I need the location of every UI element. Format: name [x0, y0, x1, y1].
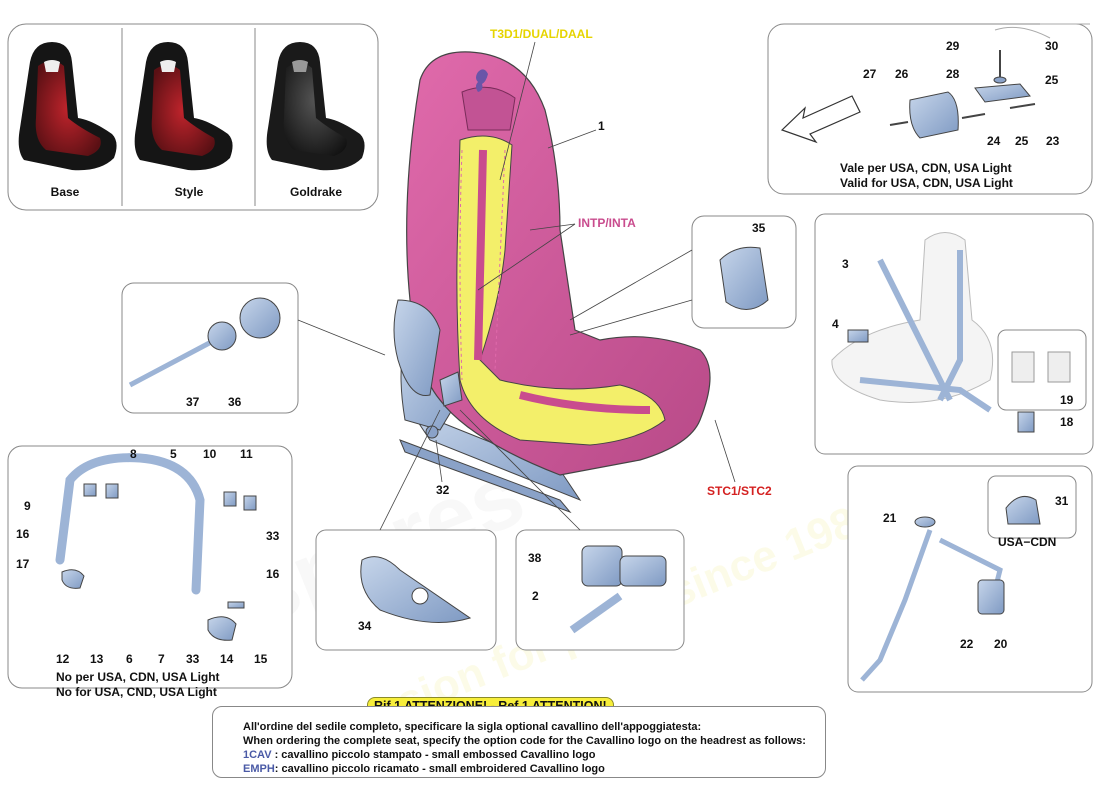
option-code-1cav: 1CAV	[243, 749, 272, 761]
callout-36: 36	[228, 395, 242, 409]
callout-18: 18	[1060, 415, 1074, 429]
detail-34-panel: 34	[315, 409, 497, 651]
cavallino-logo-icon	[476, 69, 488, 92]
callout-11: 11	[240, 447, 253, 461]
note-line-english: When ordering the complete seat, specify…	[243, 735, 806, 747]
usa-cdn-caption: USA−CDN	[998, 535, 1056, 549]
not-usa-caption-en: No for USA, CND, USA Light	[56, 685, 217, 699]
callout-33a: 33	[266, 529, 280, 543]
variant-label-style: Style	[175, 185, 204, 199]
callout-22: 22	[960, 637, 974, 651]
direction-arrow-icon	[780, 95, 861, 144]
not-usa-caption-it: No per USA, CDN, USA Light	[56, 670, 220, 684]
callout-30: 30	[1045, 39, 1059, 53]
callout-16a: 16	[16, 527, 30, 541]
variant-label-goldrake: Goldrake	[290, 185, 342, 199]
callout-15: 15	[254, 652, 268, 666]
callout-29: 29	[946, 39, 960, 53]
callout-25b: 25	[1015, 134, 1029, 148]
option-code-emph: EMPH	[243, 763, 275, 775]
seat-variant-style-image	[134, 42, 233, 171]
note-option-emph: EMPH: cavallino piccolo ricamato - small…	[243, 763, 605, 775]
callout-28: 28	[946, 67, 960, 81]
harness-panel: 3 4 19 18	[814, 213, 1094, 455]
callout-12: 12	[56, 652, 70, 666]
detail-2-38-panel: 38 2	[459, 409, 685, 651]
variants-panel: Base Style Goldrake	[7, 23, 379, 211]
callout-9: 9	[24, 499, 31, 513]
callout-27: 27	[863, 67, 877, 81]
usa-only-caption-en: Valid for USA, CDN, USA Light	[840, 176, 1013, 190]
detail-35-panel: 35	[569, 215, 797, 336]
variant-label-base: Base	[51, 185, 80, 199]
callout-14: 14	[220, 652, 234, 666]
callout-6: 6	[126, 652, 133, 666]
callout-1: 1	[598, 119, 605, 133]
usa-only-caption-it: Vale per USA, CDN, USA Light	[840, 161, 1012, 175]
callout-33b: 33	[186, 652, 200, 666]
callout-21: 21	[883, 511, 897, 525]
callout-26: 26	[895, 67, 909, 81]
attention-note: All'ordine del sedile completo, specific…	[212, 706, 826, 778]
usa-bracket-panel: 29 30 28 25 27 26 24 25 23 Vale per USA,…	[767, 23, 1093, 195]
callout-19: 19	[1060, 393, 1074, 407]
option-code-headrest: T3D1/DUAL/DAAL	[490, 27, 593, 41]
callout-7: 7	[158, 652, 165, 666]
option-desc-emph: : cavallino piccolo ricamato - small emb…	[274, 763, 605, 775]
callout-34: 34	[358, 619, 372, 633]
callout-24: 24	[987, 134, 1001, 148]
callout-20: 20	[994, 637, 1008, 651]
callout-5: 5	[170, 447, 177, 461]
roll-bar-panel: 8 5 10 11 9 16 33 17 16 12 13 6 7 33 14 …	[7, 445, 293, 699]
seat-variant-base-image	[18, 42, 117, 171]
callout-2: 2	[532, 589, 539, 603]
option-code-inner: INTP/INTA	[578, 216, 636, 230]
detail-36-37-panel: 37 36	[121, 282, 386, 414]
callout-17: 17	[16, 557, 30, 571]
callout-4: 4	[832, 317, 839, 331]
callout-32: 32	[436, 483, 450, 497]
note-line-italian: All'ordine del sedile completo, specific…	[243, 721, 702, 733]
callout-13: 13	[90, 652, 104, 666]
bracket-26	[909, 91, 959, 139]
main-seat	[393, 51, 711, 514]
callout-35: 35	[752, 221, 766, 235]
note-option-1cav: 1CAV : cavallino piccolo stampato - smal…	[243, 749, 596, 761]
callout-38: 38	[528, 551, 542, 565]
callout-8: 8	[130, 447, 137, 461]
option-desc-1cav: : cavallino piccolo stampato - small emb…	[271, 749, 596, 761]
callout-10: 10	[203, 447, 217, 461]
callout-3: 3	[842, 257, 849, 271]
seat-variant-goldrake-image	[266, 42, 365, 171]
callout-37: 37	[186, 395, 200, 409]
belt-panel: 31 USA−CDN 21 22 20	[847, 465, 1093, 693]
option-code-stitching: STC1/STC2	[707, 484, 772, 498]
callout-25a: 25	[1045, 73, 1059, 87]
callout-31: 31	[1055, 494, 1069, 508]
callout-16b: 16	[266, 567, 280, 581]
callout-23: 23	[1046, 134, 1060, 148]
